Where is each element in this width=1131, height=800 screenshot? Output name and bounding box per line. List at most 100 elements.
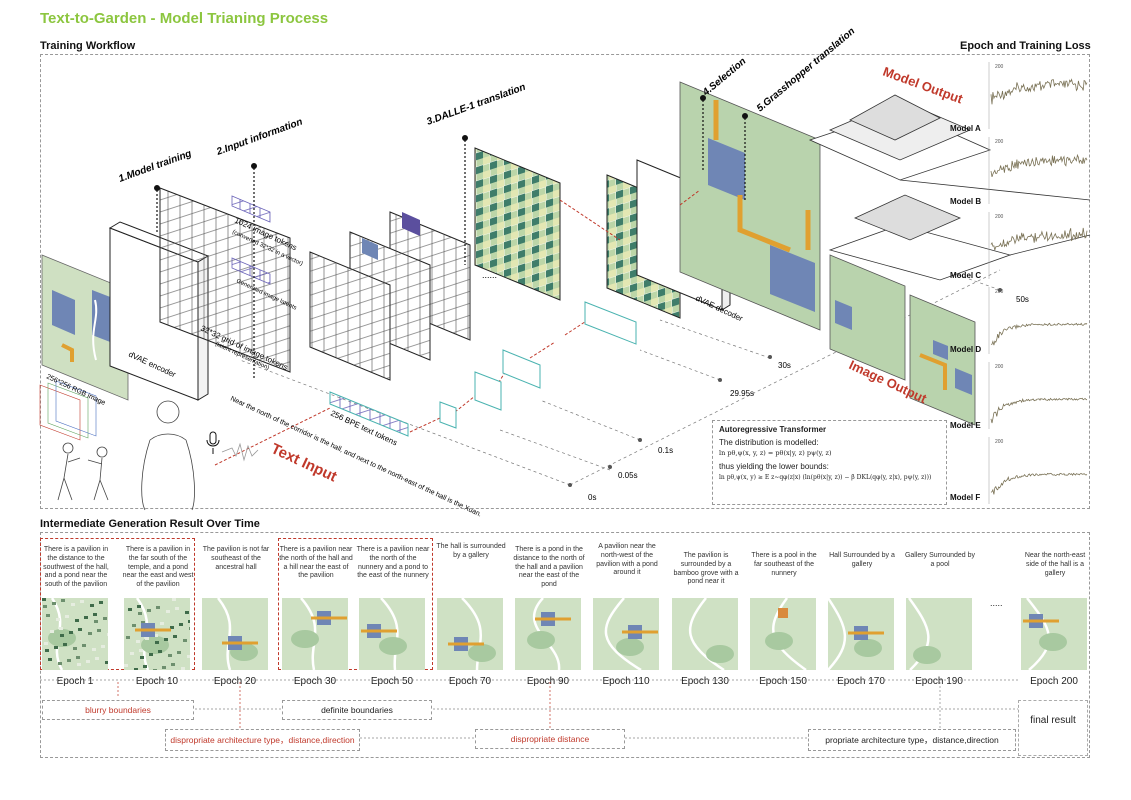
legend-improper-distance: dispropriate distance [475,729,625,749]
time-5: 50s [1016,295,1029,304]
result-caption: There is a pavilion in the distance to t… [43,546,109,588]
model-f-label: Model F [950,493,981,502]
page-title: Text-to-Garden - Model Trianing Process [40,10,329,27]
output-images [829,254,976,426]
rgb-pixel-grid [39,380,97,441]
loss-charts: 200 200 200 200 200 200 [988,62,1088,504]
result-caption: There is a pavilion near the north of th… [356,546,430,580]
results-ellipsis: ..... [990,598,1003,608]
result-epoch-label: Epoch 200 [1030,676,1078,687]
result-caption: There is a pond in the distance to the n… [513,546,585,588]
time-2: 0.1s [658,446,673,455]
loss-chart-b: 200 [988,137,1088,204]
loss-chart-a: 200 [988,62,1088,129]
model-a-label: Model A [950,124,981,133]
time-4: 30s [778,361,791,370]
result-caption: Near the north-east side of the hall is … [1024,552,1086,577]
result-caption: There is a pavilion in the far south of … [122,546,194,588]
result-caption: Hall Surrounded by a gallery [829,552,895,568]
loss-chart-f: 200 [988,437,1088,504]
stacked-grids [309,211,471,381]
transformer-line1: The distribution is modelled: [719,438,819,447]
text-token-strip [329,391,409,437]
result-image [1021,598,1087,670]
transformer-box: Autoregressive Transformer The distribut… [712,420,947,505]
result-epoch-label: Epoch 50 [370,676,414,687]
step-2-label: 2.Input information [214,117,304,159]
result-image [359,598,425,670]
result-image [124,598,190,670]
loss-title: Epoch and Training Loss [960,40,1091,52]
loss-panel: 200 200 200 200 200 200 [985,58,1089,508]
transformer-eq1: ln pθ,ψ(x, y, z) = pθ(x|y, z) pψ(y, z) [719,449,832,457]
loss-axis-label: 200 [995,214,1004,220]
workflow-diagram: 1.Model training 2.Input information 3.D… [39,26,1091,519]
loss-axis-label: 200 [995,64,1004,70]
result-caption: A pavilion near the north-west of the pa… [596,543,658,577]
model-e-label: Model E [950,421,981,430]
result-epoch-label: Epoch 110 [602,676,650,687]
transformer-line2: thus yielding the lower bounds: [719,462,829,471]
selection-image-plane [679,81,821,331]
result-caption: There is a pavilion near the north of th… [279,546,353,580]
loss-axis-label: 200 [995,139,1004,145]
result-epoch-label: Epoch 150 [759,676,807,687]
time-0: 0s [588,493,596,502]
loss-series [990,227,1088,251]
epoch-30-50-group [278,538,433,670]
result-caption: There is a pool in the far southeast of … [751,552,817,577]
architecture-sketch [808,94,1091,281]
transformer-title: Autoregressive Transformer [719,425,827,434]
result-image [515,598,581,670]
loss-series [990,472,1088,495]
result-image [906,598,972,670]
step-5-label: 5.Grasshopper translation [755,26,857,114]
image-token-strip [231,195,271,285]
time-3: 29.95s [730,389,754,398]
loss-axis-label: 200 [995,439,1004,445]
result-epoch-label: Epoch 10 [135,676,179,687]
loss-chart-e: 200 [988,362,1088,429]
legend-proper-type: propriate architecture type，distance,dir… [808,729,1016,751]
result-caption: The pavilion is surrounded by a bamboo g… [673,552,739,586]
result-image [828,598,894,670]
legend-definite: definite boundaries [282,700,432,720]
result-caption: Gallery Surrounded by a pool [904,552,976,568]
transformer-eq2: ln pθ,ψ(x, y) ≥ E z~qφ(z|x) (ln(pθ(x|y, … [719,474,932,481]
workflow-frame [40,54,1090,509]
result-caption: The hall is surrounded by a gallery [436,543,506,559]
loss-series [990,78,1088,105]
result-epoch-label: Epoch 70 [448,676,492,687]
result-image [750,598,816,670]
token-grid-plane [159,187,291,373]
time-1: 0.05s [618,471,638,480]
legend-connectors [40,679,1018,739]
model-c-label: Model C [950,271,982,280]
result-epoch-label: Epoch 170 [837,676,885,687]
step-1-label: 1.Model training [117,148,193,185]
result-epoch-label: Epoch 130 [681,676,729,687]
step-3-label: 3.DALLE-1 translation [425,82,527,128]
result-epoch-label: Epoch 30 [293,676,337,687]
result-image [672,598,738,670]
microphone-icon [206,431,220,454]
step-4-label: 4.Selection [700,56,748,99]
result-epoch-label: Epoch 190 [915,676,963,687]
loss-axis-label: 200 [995,364,1004,370]
loss-axis-label: 200 [995,289,1004,295]
legend-blurry: blurry boundaries [42,700,194,720]
intermediate-title: Intermediate Generation Result Over Time [40,518,260,530]
epoch-1-10-group [40,538,195,670]
workflow-title: Training Workflow [40,40,136,52]
loss-series [990,322,1088,346]
result-caption: The pavilion is not far southeast of the… [202,546,270,571]
loss-chart-d: 200 [988,287,1088,354]
person-sketch [57,400,195,511]
model-d-label: Model D [950,345,982,354]
result-epoch-label: Epoch 1 [56,676,94,687]
legend-final: final result [1018,700,1088,756]
result-image [593,598,659,670]
ellipsis-1: ...... [482,270,497,280]
result-epoch-label: Epoch 90 [526,676,570,687]
loss-chart-c: 200 [988,212,1088,279]
